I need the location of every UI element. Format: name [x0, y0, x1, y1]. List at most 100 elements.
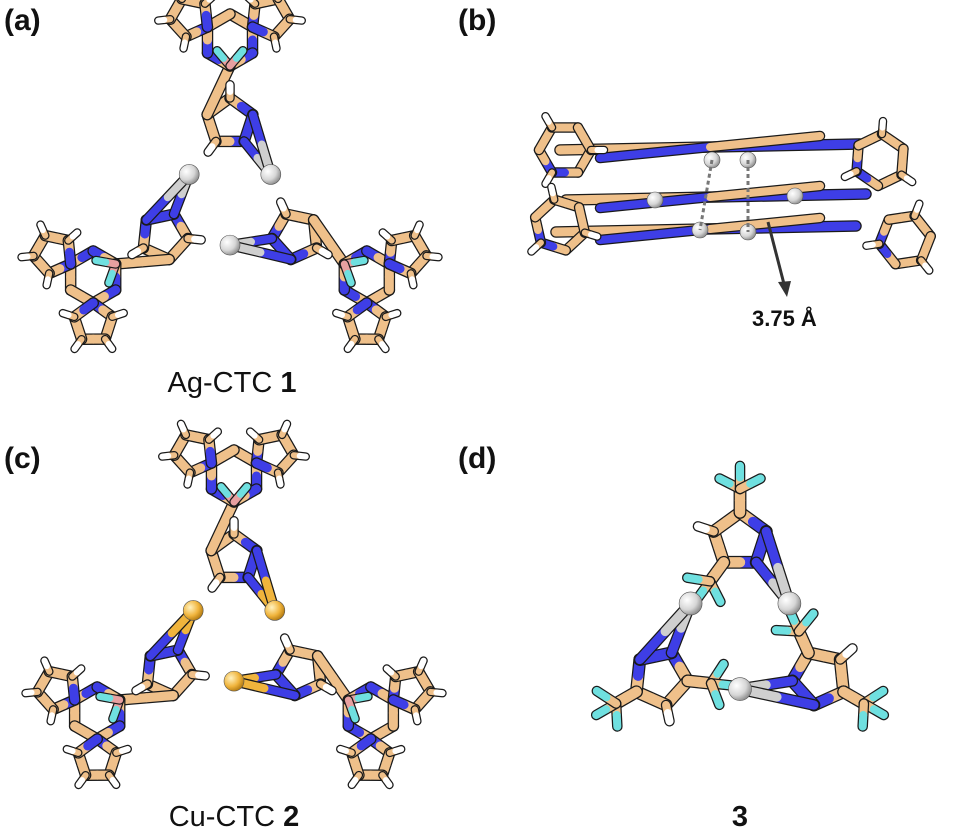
bond: [910, 199, 924, 221]
bond: [347, 770, 364, 790]
bond: [406, 269, 418, 290]
bond: [315, 679, 337, 696]
bond: [158, 451, 179, 461]
bond: [343, 334, 360, 354]
bond: [104, 770, 121, 790]
bond: [857, 698, 870, 732]
bond: [382, 664, 400, 681]
bond: [541, 111, 557, 132]
panel-c-molecule: [21, 419, 447, 790]
bond: [112, 744, 132, 758]
metal-atom: [260, 164, 282, 185]
bond: [374, 334, 390, 354]
bond: [108, 308, 128, 322]
bond: [410, 705, 422, 726]
bond: [64, 228, 82, 245]
metal-atom: [219, 234, 241, 256]
bond: [207, 572, 225, 593]
bond: [91, 255, 121, 269]
panel-b-molecule: [527, 111, 936, 275]
bond: [410, 220, 424, 240]
metal-atom: [728, 677, 752, 701]
bond: [21, 687, 42, 698]
bond: [311, 243, 333, 260]
bond: [74, 770, 90, 790]
bond: [834, 643, 858, 665]
bond: [42, 269, 54, 290]
bond: [113, 689, 179, 706]
metal-contact: [698, 159, 714, 231]
bond: [100, 334, 117, 354]
panel-c-letter: (c): [4, 442, 41, 475]
bond: [183, 468, 195, 489]
panel-a-caption-text: Ag-CTC: [168, 367, 281, 399]
distance-arrow: [766, 221, 791, 297]
bond: [244, 0, 260, 8]
panel-a-caption: Ag-CTC 1: [168, 367, 297, 399]
bond: [332, 308, 352, 322]
bond: [275, 197, 291, 219]
bond: [289, 451, 310, 461]
bond: [692, 521, 720, 537]
bond: [127, 243, 149, 260]
bond: [422, 251, 443, 262]
bond: [269, 32, 281, 53]
metal-atom: [182, 600, 204, 621]
metal-atom: [646, 191, 664, 209]
metal-atom: [678, 591, 703, 616]
bond: [273, 468, 285, 489]
bond: [176, 419, 191, 440]
bond: [862, 239, 884, 250]
bond: [840, 166, 861, 182]
bond: [183, 233, 206, 245]
panel-d-letter: (d): [458, 442, 496, 475]
bond: [426, 687, 447, 698]
bond: [203, 136, 221, 157]
panel-c-caption-text: Cu-CTC: [169, 801, 283, 833]
bond: [46, 705, 58, 726]
panel-d-caption-number: 3: [732, 801, 748, 833]
bond: [527, 238, 546, 256]
bond: [154, 15, 175, 25]
bond: [343, 695, 360, 724]
bond: [705, 678, 725, 711]
bond: [245, 427, 264, 444]
bond: [594, 212, 826, 246]
bond: [339, 259, 356, 288]
bond: [68, 664, 86, 681]
bond: [40, 656, 54, 676]
bond: [277, 419, 292, 440]
bond: [897, 170, 917, 187]
panel-a-caption-number: 1: [280, 367, 296, 399]
bond: [279, 633, 295, 655]
bond: [580, 228, 602, 241]
bond: [381, 308, 402, 322]
panel-a-letter: (a): [4, 4, 41, 37]
bond: [225, 45, 248, 71]
distance-label: 3.75 Å: [752, 305, 817, 331]
bond: [36, 220, 50, 240]
bond: [285, 15, 306, 25]
bond: [877, 116, 888, 139]
bond: [378, 770, 394, 790]
bond: [109, 253, 175, 270]
panel-d-caption: 3: [732, 801, 748, 833]
bond: [204, 427, 223, 444]
metal-atom: [777, 591, 802, 616]
bond: [187, 669, 210, 681]
bond: [594, 130, 826, 164]
panel-b-letter: (b): [458, 4, 496, 37]
bond: [793, 608, 819, 637]
bond: [336, 744, 356, 758]
panel-a-molecule: [17, 0, 443, 354]
bond: [541, 168, 557, 189]
bond: [385, 744, 406, 758]
bond: [660, 699, 675, 727]
bond: [62, 744, 83, 758]
bond: [200, 0, 216, 8]
panel-c-caption: Cu-CTC 2: [169, 801, 300, 833]
bond: [179, 32, 191, 53]
panel-c-caption-number: 2: [283, 801, 299, 833]
metal-atom: [786, 187, 804, 205]
